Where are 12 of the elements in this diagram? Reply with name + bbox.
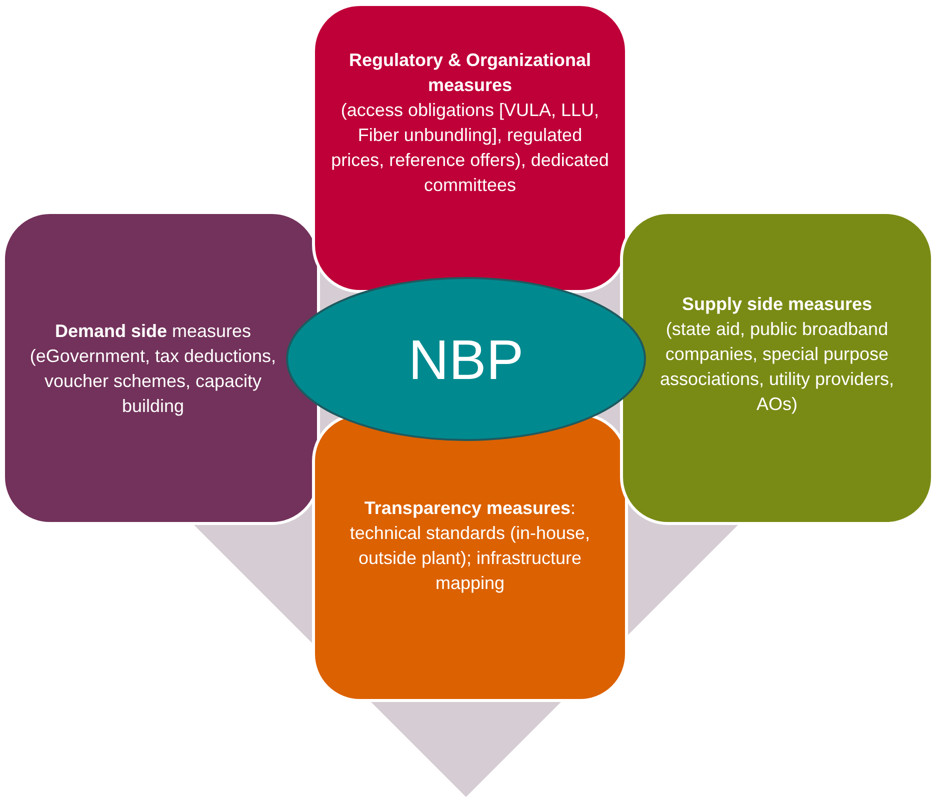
box-text: (state aid, public broadband companies, special purpose associations, utility providers, AOs): [658, 318, 896, 416]
measure-card: [312, 3, 628, 293]
box-heading: Supply side measures: [680, 293, 874, 316]
box-text: Transparency measures: technical standards (in-house, outside plant); infrastructure mapping: [348, 497, 592, 595]
center-label: NBP: [408, 326, 524, 392]
measure-card: [2, 211, 320, 525]
measure-card: [312, 413, 628, 702]
measure-card: [620, 211, 934, 525]
center-ellipse: [285, 276, 647, 442]
box-text: Demand side measures (eGovernment, tax deductions, voucher schemes, capacity building: [28, 320, 278, 418]
box-heading: Regulatory & Organizational measures: [348, 49, 592, 97]
box-text: (access obligations [VULA, LLU, Fiber unbundling], regulated prices, reference offers), dedicated committees: [330, 99, 610, 197]
